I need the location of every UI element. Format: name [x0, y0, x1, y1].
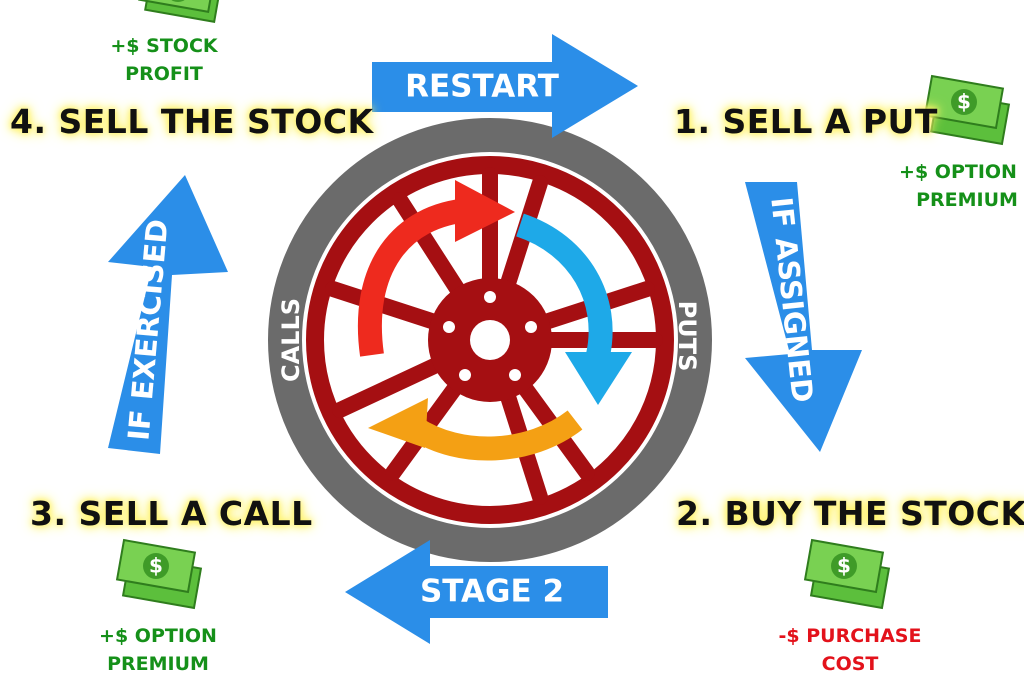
- cycle-arrow-red-head: [455, 180, 515, 242]
- note-stock-profit-line2: PROFIT: [125, 63, 203, 85]
- note-call-premium: +$ OPTION PREMIUM: [92, 622, 224, 678]
- wheel-rim: [306, 156, 674, 524]
- money-icon-call: $: [115, 538, 203, 610]
- calls-label: CALLS: [277, 298, 305, 382]
- step-sell-stock: 4. SELL THE STOCK: [10, 102, 374, 141]
- cycle-arrow-orange-head: [368, 398, 428, 448]
- note-put-premium: +$ OPTION PREMIUM: [892, 158, 1024, 214]
- money-symbol-put: $: [957, 90, 971, 114]
- stage-2-arrow: [345, 540, 608, 644]
- if-exercised-arrow: [108, 175, 228, 454]
- note-purchase-cost-line2: COST: [821, 653, 879, 675]
- cycle-arrow-blue-head: [565, 352, 632, 405]
- money-symbol-call: $: [149, 554, 163, 578]
- money-symbol-buy: $: [837, 554, 851, 578]
- note-stock-profit-line1: +$ STOCK: [110, 35, 218, 57]
- restart-arrow: [372, 34, 638, 138]
- stage-2-arrow-label: STAGE 2: [420, 574, 564, 610]
- lug-holes: [443, 291, 537, 381]
- money-icon-top: [138, 0, 222, 23]
- step-sell-put: 1. SELL A PUT: [674, 102, 938, 141]
- note-purchase-cost: -$ PURCHASE COST: [770, 622, 930, 678]
- note-stock-profit: +$ STOCK PROFIT: [104, 32, 224, 88]
- cycle-arrow-orange: [408, 410, 583, 461]
- note-put-premium-line2: PREMIUM: [916, 189, 1018, 211]
- step-sell-call: 3. SELL A CALL: [30, 494, 313, 533]
- note-purchase-cost-line1: -$ PURCHASE: [778, 625, 922, 647]
- cycle-arrow-blue: [515, 213, 613, 358]
- note-call-premium-line1: +$ OPTION: [99, 625, 217, 647]
- money-icon-put: $: [923, 74, 1011, 146]
- restart-arrow-label: RESTART: [405, 69, 559, 105]
- cycle-arrow-red: [357, 198, 472, 357]
- if-assigned-arrow: [745, 182, 862, 452]
- puts-label: PUTS: [673, 301, 701, 372]
- step-buy-stock: 2. BUY THE STOCK: [676, 494, 1024, 533]
- tire-ring: [268, 118, 712, 562]
- hub-center: [470, 320, 510, 360]
- note-put-premium-line1: +$ OPTION: [899, 161, 1017, 183]
- note-call-premium-line2: PREMIUM: [107, 653, 209, 675]
- money-icon-buy: $: [803, 538, 891, 610]
